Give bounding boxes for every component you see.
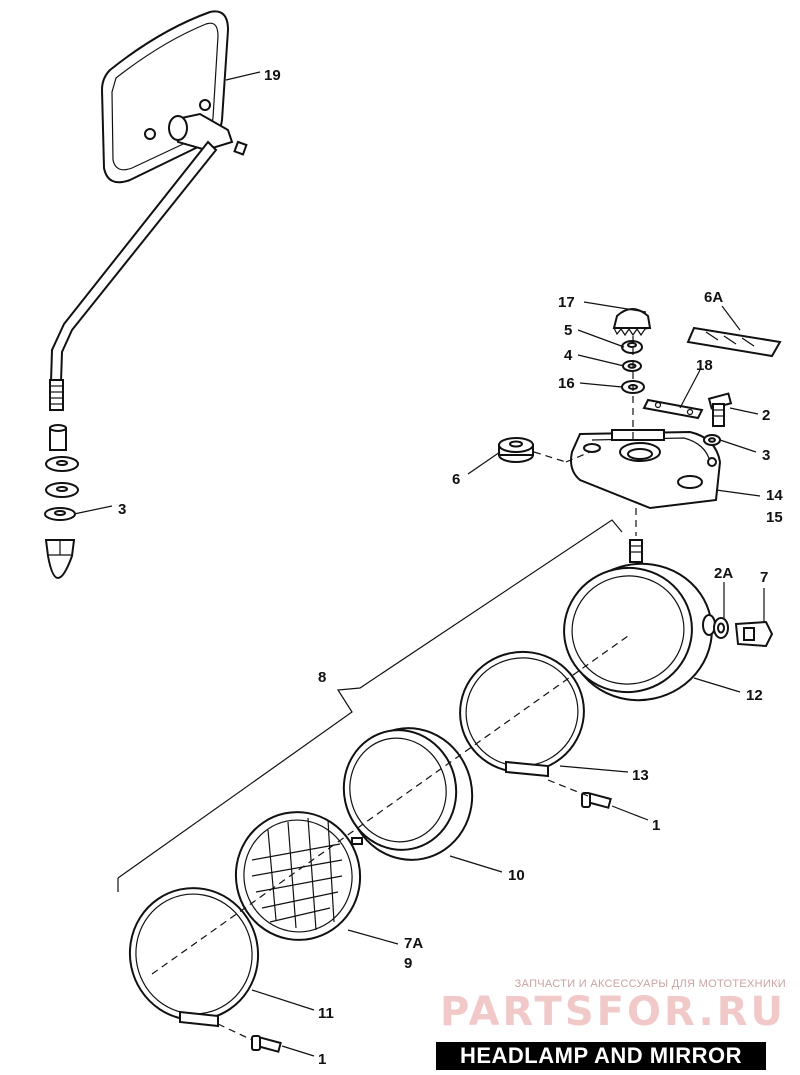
callout-3-upper: 3	[762, 447, 770, 464]
callout-2A: 2A	[714, 565, 733, 582]
watermark-caption: ЗАПЧАСТИ И АКСЕССУАРЫ ДЛЯ МОТОТЕХНИКИ	[514, 978, 786, 990]
mounting-ring-10	[342, 727, 474, 861]
leader-lines	[73, 71, 765, 1057]
callout-12: 12	[746, 687, 763, 704]
callout-8: 8	[318, 669, 326, 686]
watermark: ЗАПЧАСТИ И АКСЕССУАРЫ ДЛЯ МОТОТЕХНИКИ PA…	[440, 978, 786, 1034]
callout-18: 18	[696, 357, 713, 374]
callout-15: 15	[766, 509, 783, 526]
callout-10: 10	[508, 867, 525, 884]
callout-5: 5	[564, 322, 572, 339]
callout-3-left: 3	[118, 501, 126, 518]
lockwasher-4	[622, 360, 642, 372]
grommet-6	[498, 437, 534, 463]
retaining-ring-13	[459, 650, 585, 778]
callout-13: 13	[632, 767, 649, 784]
callout-1-mid: 1	[652, 817, 660, 834]
bracket-8	[117, 519, 623, 892]
callout-17: 17	[558, 294, 575, 311]
mirror-assembly	[44, 10, 248, 580]
callout-14: 14	[766, 487, 783, 504]
callout-7A: 7A	[404, 935, 423, 952]
screw-1-mid	[581, 792, 612, 809]
clip-7	[734, 620, 774, 648]
grommet-leader	[533, 451, 591, 463]
screw-1-bottom	[251, 1035, 282, 1053]
callouts: 19 17 6A 5 4 18 16 2 3 6 3 14 15 2A 7 8 …	[118, 67, 783, 1068]
diagram-title: HEADLAMP AND MIRROR	[436, 1042, 766, 1070]
trim-ring-11	[128, 887, 260, 1028]
callout-16: 16	[558, 375, 575, 392]
callout-6A: 6A	[704, 289, 723, 306]
screw-2	[707, 392, 733, 427]
callout-4: 4	[564, 347, 573, 364]
assembly-centerline	[151, 635, 629, 975]
headlamp-shell	[563, 539, 716, 702]
callout-7: 7	[760, 569, 768, 586]
callout-6: 6	[452, 471, 460, 488]
headlamp-bracket	[570, 429, 722, 510]
gasket-18	[642, 398, 704, 420]
callout-19: 19	[264, 67, 281, 84]
nut-5	[621, 340, 643, 354]
callout-2: 2	[762, 407, 770, 424]
callout-11: 11	[318, 1005, 334, 1022]
cap-17	[612, 308, 652, 337]
washer-3-upper	[703, 434, 721, 446]
watermark-brand: PARTSFOR.RU	[439, 989, 786, 1035]
acorn-nut	[44, 539, 76, 580]
grommet-2A	[713, 617, 729, 639]
callout-1-bottom: 1	[318, 1051, 326, 1068]
plate-6A	[686, 326, 782, 358]
callout-9: 9	[404, 955, 412, 972]
